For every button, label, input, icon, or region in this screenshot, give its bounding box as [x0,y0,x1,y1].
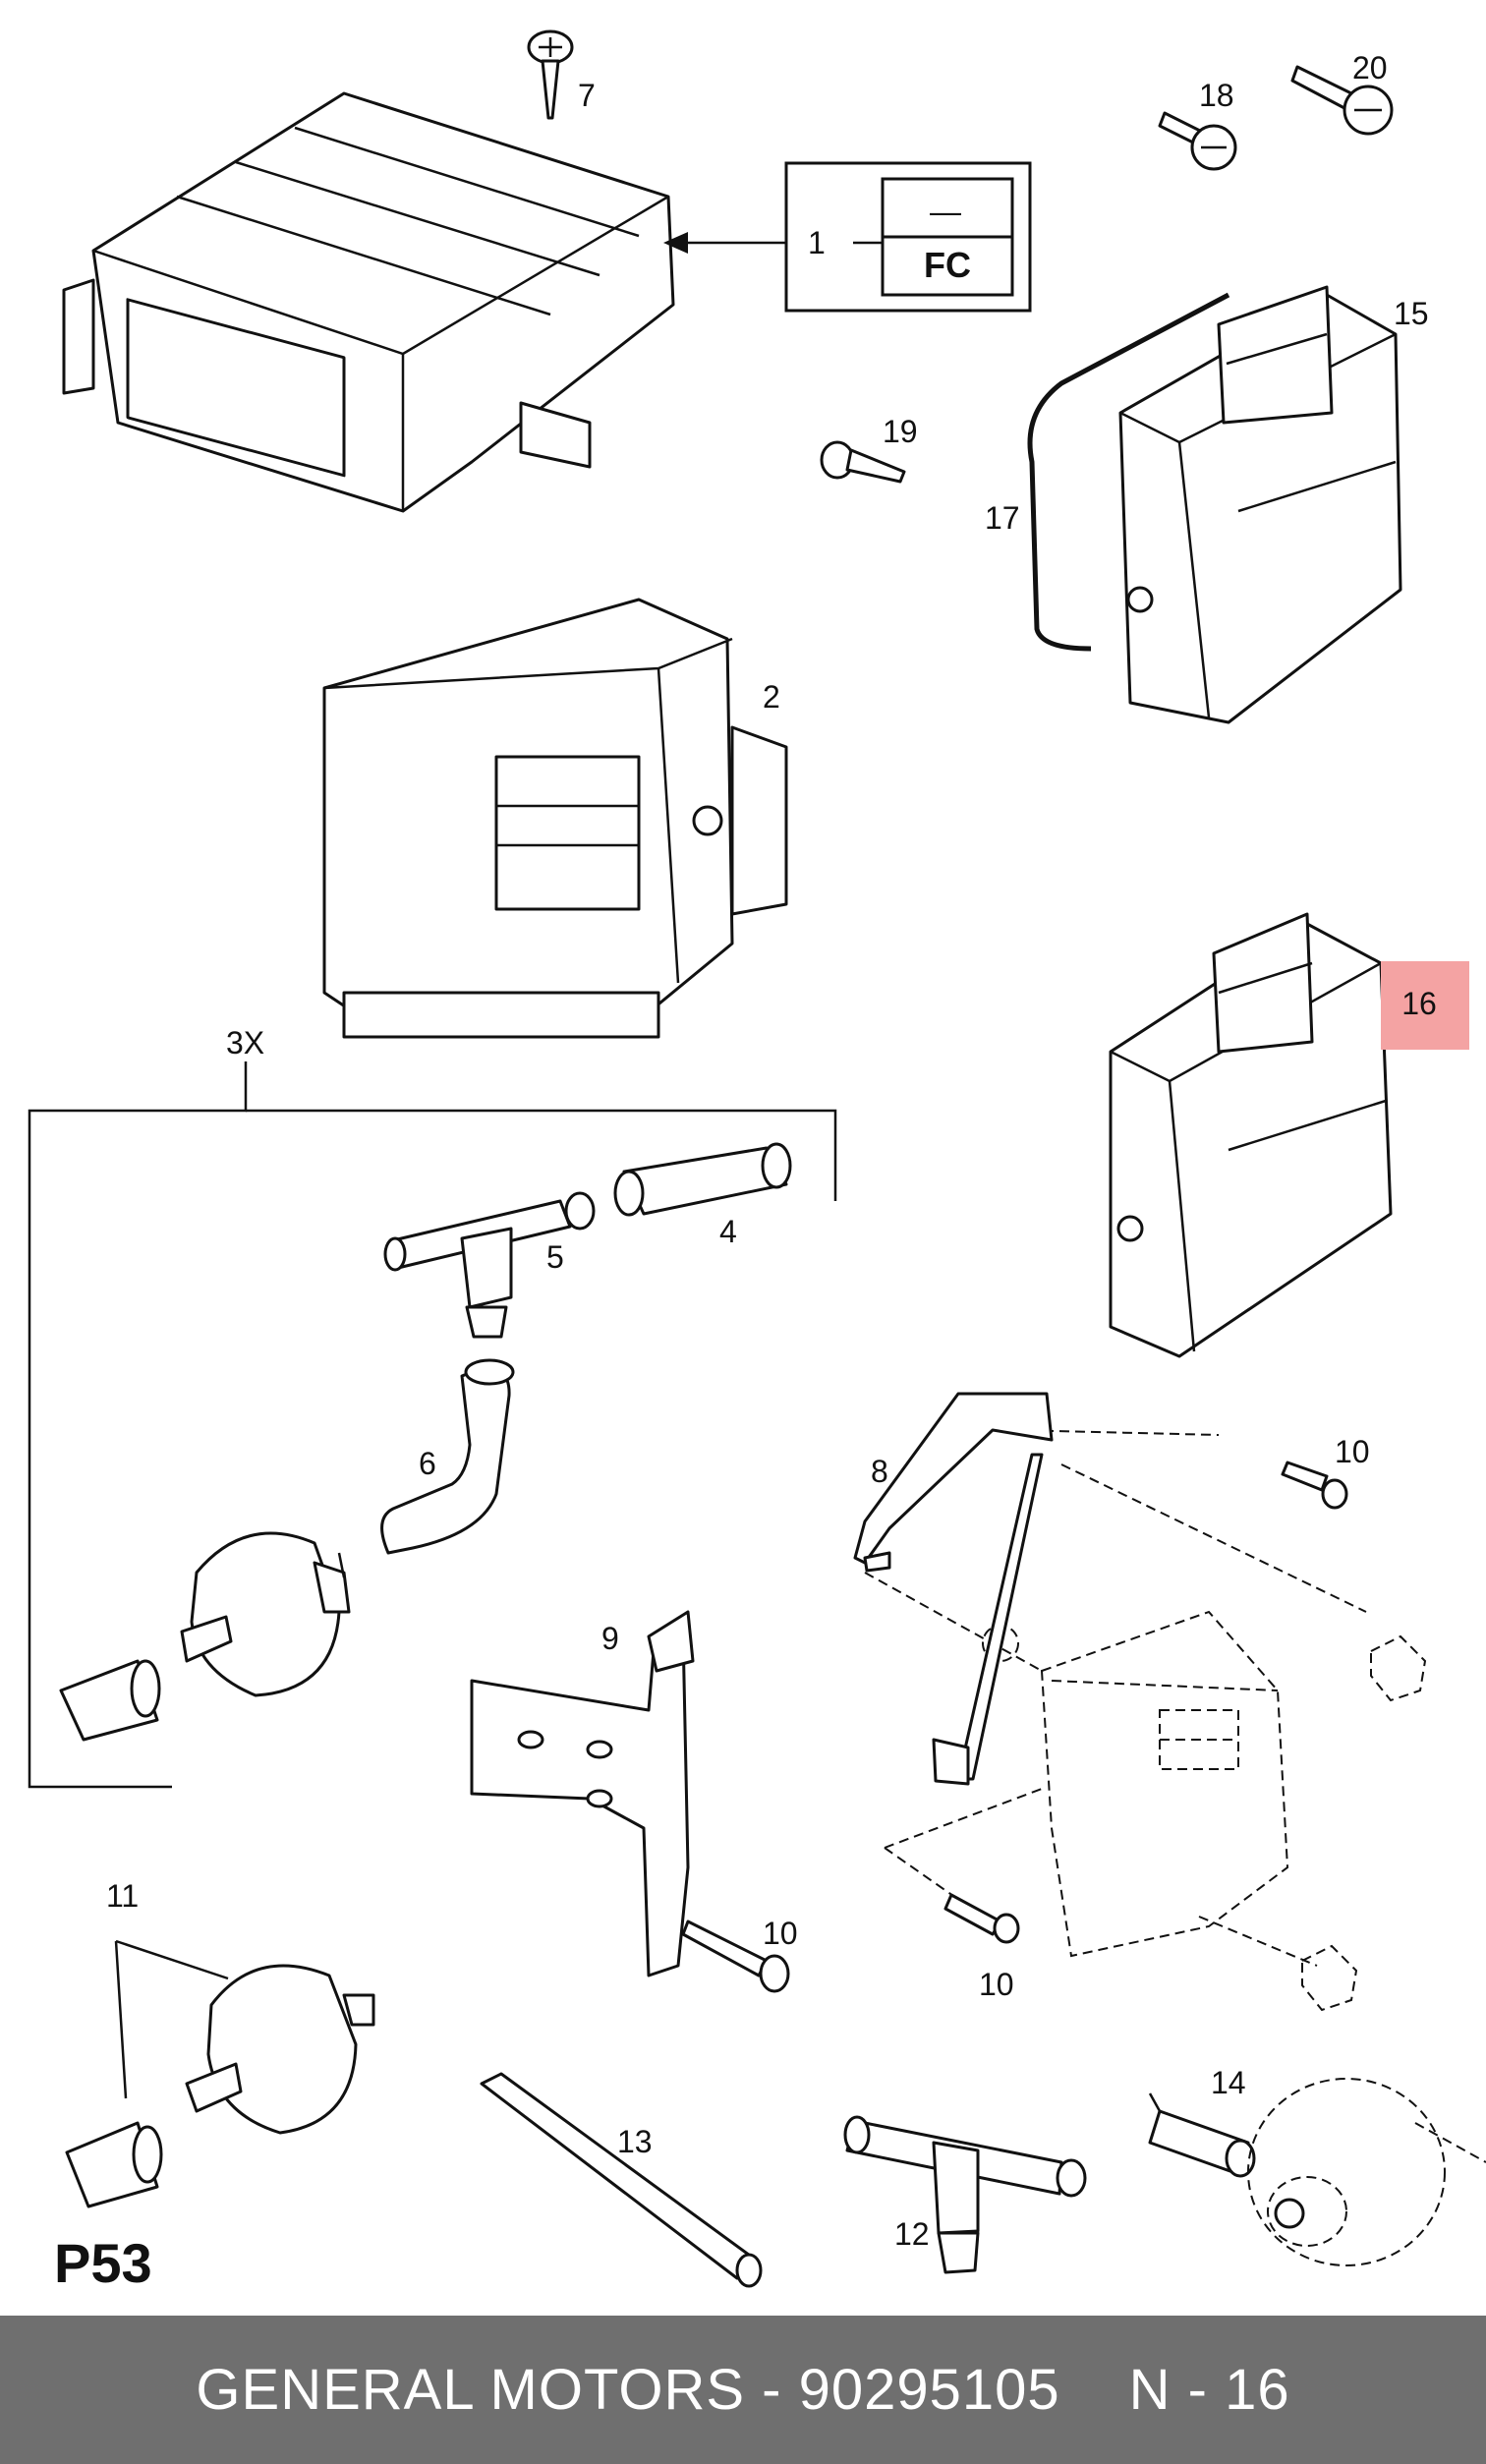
label-10-middle: 10 [763,1916,798,1951]
label-11: 11 [106,1878,139,1914]
screw-20 [1290,65,1394,136]
label-20: 20 [1352,50,1388,86]
footer-bar: GENERAL MOTORS - 90295105 N - 16 [0,2316,1486,2464]
screw-19 [820,440,906,484]
label-7: 7 [578,78,596,113]
part-4-hose [613,1142,792,1217]
part-9-bracket [470,1610,695,1977]
vacuum-canister [59,1531,351,1742]
part-11-vacuum-canister [65,1939,375,2208]
arrow-head [663,232,688,254]
label-15: 15 [1394,296,1429,331]
part-6-elbow-hose [380,1358,515,1555]
part-13-tube [480,2072,763,2288]
label-10-bottom: 10 [979,1967,1014,2002]
screw-10-top-right [1281,1461,1348,1510]
label-13: 13 [617,2124,653,2159]
footer-position: N - 16 [1128,2358,1290,2422]
parts-diagram: — FC 1 7 2 3X 4 [28,29,1486,2294]
screw-7 [527,29,574,120]
valve-dashed [1247,2078,1486,2266]
fc-box: — FC [784,161,1032,313]
page-code: P53 [54,2232,152,2294]
footer-part-number: 90295105 [798,2358,1060,2422]
part-2-control-unit [322,598,788,1039]
label-2: 2 [763,679,780,715]
part-5-t-connector [383,1191,596,1339]
part-14-hose [1148,2092,1256,2178]
screw-10-bottom [943,1893,1020,1944]
label-6: 6 [419,1446,436,1481]
label-8: 8 [871,1454,888,1489]
label-14: 14 [1211,2065,1246,2100]
ecu-dashed-group [864,1429,1427,2012]
label-16: 16 [1401,986,1437,1021]
highlight-16 [1381,961,1469,1050]
screw-10-middle [681,1920,790,1993]
label-19: 19 [883,414,918,449]
part-12-t-connector [843,2115,1087,2274]
seal-17 [1027,292,1230,652]
label-1: 1 [808,225,826,260]
part-16-ecu [1109,912,1393,1358]
label-3x: 3X [226,1025,264,1060]
label-9: 9 [601,1621,619,1656]
part-1-control-unit [62,91,675,513]
footer-separator: - [745,2358,799,2422]
part-8-bracket [853,1392,1054,1786]
label-10-top-right: 10 [1335,1434,1370,1469]
fc-dash: — [930,194,961,229]
fc-code: FC [924,245,971,285]
bracket-3x [28,1061,837,1789]
label-4: 4 [719,1214,737,1249]
screw-18 [1158,111,1237,171]
label-5: 5 [546,1239,564,1275]
label-17: 17 [985,500,1020,536]
part-15-ecu [1118,285,1402,724]
footer-brand: GENERAL MOTORS [196,2358,746,2422]
label-12: 12 [894,2216,930,2252]
label-18: 18 [1199,78,1234,113]
